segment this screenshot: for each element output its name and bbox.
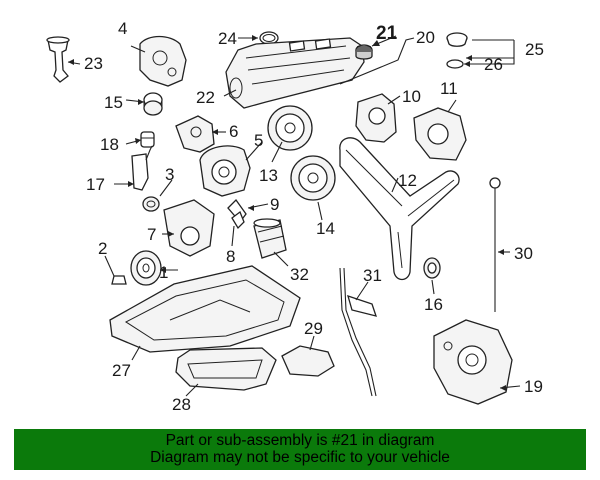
callout-26: 26: [484, 55, 503, 74]
part-15-idler-pulley: [143, 92, 163, 116]
part-25-filler-cap: [446, 32, 468, 47]
part-21-oil-filler-cap: [355, 44, 373, 60]
callout-9: 9: [270, 195, 279, 214]
callout-17: 17: [86, 175, 105, 194]
callout-2: 2: [98, 239, 107, 258]
part-16-idler-pulley: [423, 257, 441, 279]
callout-16: 16: [424, 295, 443, 314]
part-8-gasket: [231, 210, 245, 230]
part-31-dipstick-tube: [339, 267, 377, 397]
callout-29: 29: [304, 319, 323, 338]
callout-labels: 1 2 3 4 5 6 7 8 9 10 11 12 13 14 15 16 1…: [84, 19, 544, 414]
callout-10: 10: [402, 87, 421, 106]
callout-20: 20: [416, 28, 435, 47]
callout-8: 8: [226, 247, 235, 266]
banner-line-2: Diagram may not be specific to your vehi…: [150, 449, 450, 466]
part-6-bracket: [175, 115, 215, 153]
part-19-housing: [433, 319, 513, 405]
callout-5: 5: [254, 131, 263, 150]
part-29-strainer: [281, 345, 335, 377]
part-32-oil-filter: [253, 218, 287, 259]
callout-21-highlighted: 21: [376, 23, 398, 44]
callout-24: 24: [218, 29, 237, 48]
part-17-sensor: [131, 145, 153, 191]
part-4-timing-cover: [139, 35, 187, 87]
part-30-dipstick: [489, 177, 501, 312]
part-2-bolt: [111, 275, 127, 285]
part-10-cover-plate: [355, 93, 397, 143]
part-5-water-pump: [199, 145, 251, 197]
callout-27: 27: [112, 361, 131, 380]
callout-22: 22: [196, 88, 215, 107]
part-18-sensor: [140, 131, 155, 148]
part-13-cam-sprocket: [267, 105, 313, 151]
part-7-bracket: [163, 199, 215, 257]
callout-7: 7: [147, 225, 156, 244]
callout-15: 15: [104, 93, 123, 112]
callout-12: 12: [398, 171, 417, 190]
leader-lines: [67, 35, 521, 397]
leader-arrowheads: [68, 35, 506, 391]
part-12-timing-belt: [339, 137, 460, 281]
callout-32: 32: [290, 265, 309, 284]
callout-6: 6: [229, 122, 238, 141]
callout-25: 25: [525, 40, 544, 59]
part-28-oil-pan-lower: [175, 347, 277, 391]
callout-31: 31: [363, 266, 382, 285]
part-26-filler-seal: [446, 59, 464, 69]
callout-14: 14: [316, 219, 335, 238]
part-14-cam-sprocket: [290, 155, 336, 201]
part-23-oil-filler-tube: [46, 36, 70, 83]
callout-19: 19: [524, 377, 543, 396]
part-27-oil-pan: [109, 265, 301, 353]
callout-4: 4: [118, 19, 127, 38]
banner-line-1: Part or sub-assembly is #21 in diagram: [165, 432, 435, 449]
callout-3: 3: [165, 165, 174, 184]
callout-28: 28: [172, 395, 191, 414]
callout-23: 23: [84, 54, 103, 73]
callout-18: 18: [100, 135, 119, 154]
callout-11: 11: [440, 79, 458, 98]
callout-1: 1: [159, 263, 168, 282]
info-banner: Part or sub-assembly is #21 in diagram D…: [14, 429, 586, 470]
part-1-crank-pulley: [130, 250, 162, 286]
part-11-cover: [413, 107, 467, 161]
callout-13: 13: [259, 166, 278, 185]
part-22-valve-cover: [225, 37, 365, 109]
callout-30: 30: [514, 244, 533, 263]
part-3-plug: [142, 196, 160, 212]
